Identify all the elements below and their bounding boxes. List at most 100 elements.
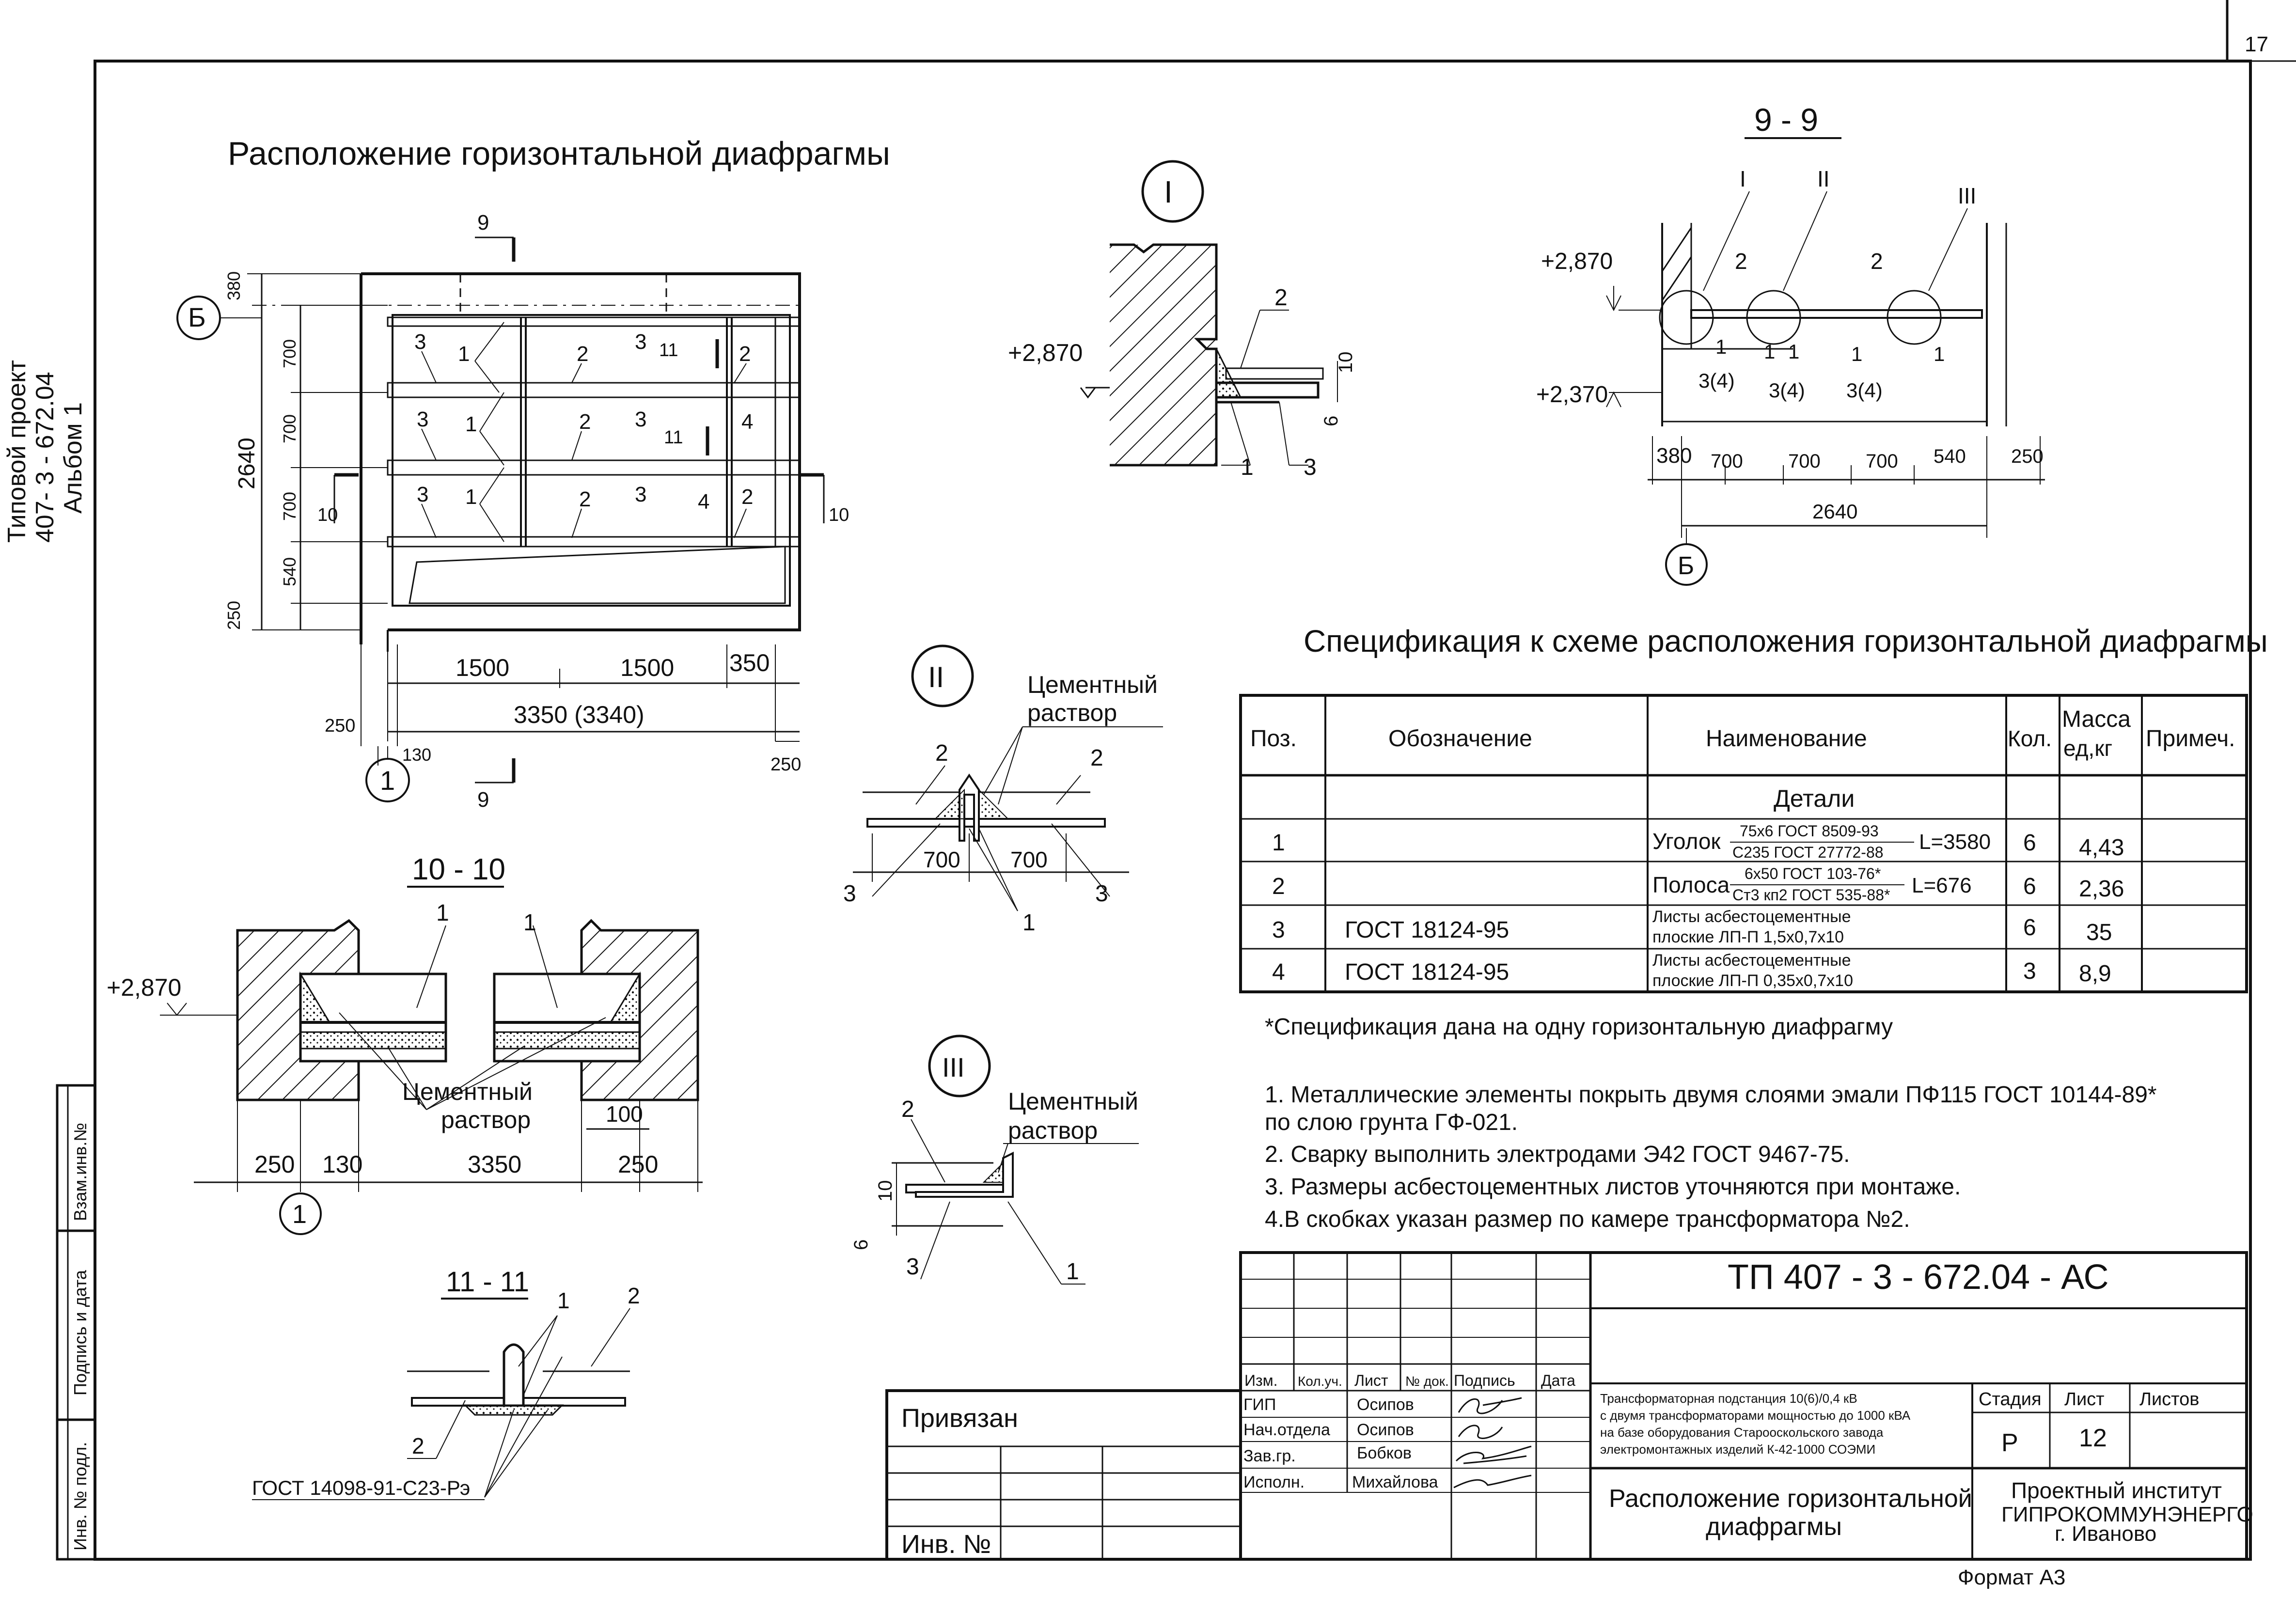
sect99-level1: +2,870 [1541,249,1613,274]
plan-label-3: 3 [635,330,646,354]
stamp-h-kol: Кол.уч. [1298,1374,1342,1389]
spec-r2-pos: 2 [1272,874,1285,899]
sect1111-title: 11 - 11 [446,1266,529,1298]
spec-r2-name: Полоса [1652,872,1730,897]
stamp-org1: Проектный институт [2011,1478,2222,1503]
plan-dim-bottom-0: 1500 [456,654,509,681]
spec-r1-mass: 4,43 [2079,835,2124,861]
notes: 1. Металлические элементы покрыть двумя … [1265,1082,2157,1232]
spec-r3-kol: 6 [2023,915,2036,941]
detail1-d6: 6 [1321,416,1342,426]
stamp-h-izm: Изм. [1244,1372,1278,1389]
stamp-desc-2: на базе оборудования Старооскольского за… [1600,1425,1884,1440]
sect99-label-6: 1 [1934,343,1945,365]
sect99-title: 9 - 9 [1754,102,1818,138]
stamp-org3: г. Иваново [2055,1522,2156,1546]
spec-r4-mass: 8,9 [2079,961,2111,987]
side-stamp-line3: Альбом 1 [59,402,87,514]
strip-podpis: Подпись и дата [70,1270,90,1395]
stamp-title-1: Расположение горизонтальной [1609,1485,1972,1513]
detail-3: III Цементный раствор 2 3 1 10 6 [850,1035,1139,1285]
plan-cut9-bottom: 9 [477,788,489,812]
note-4: 4.В скобках указан размер по камере тран… [1265,1207,1910,1232]
page-number: 17 [2245,32,2268,56]
plan-dim-left-1: 700 [280,339,299,368]
sect99-dim-3: 700 [1866,451,1898,472]
sect99-total: 2640 [1812,500,1857,523]
detail3-marker: III [942,1052,965,1082]
left-strip: Взам.инв.№ Подпись и дата Инв. № подл. [56,1084,96,1561]
sect99-dim-2: 700 [1788,451,1821,472]
sect99-label-9: 3(4) [1846,379,1883,402]
detail2-pos-1: 2 [1090,745,1103,771]
spec-h-prim: Примеч. [2146,726,2235,752]
stamp-name-2: Бобков [1357,1444,1412,1462]
plan-label-13: 1 [465,485,477,509]
plan-label-17: 2 [741,485,753,509]
spec-r3-mass: 35 [2086,920,2112,945]
sect1010-dim-0: 250 [254,1151,295,1178]
plan-label-7: 1 [465,412,477,436]
section-11-11: 11 - 11 1 2 2 ГОСТ 14098-91-С23-Рэ [252,1266,640,1500]
detail1-pos3: 3 [1304,455,1317,480]
plan-leaders [421,322,747,542]
sect99-label-7: 3(4) [1698,369,1735,392]
spec-h-kol: Кол. [2008,726,2052,751]
plan-dim-left-2: 700 [280,414,299,443]
detail2-note2: раствор [1027,699,1117,726]
section-10-10: 10 - 10 +2,870 1 1 Цементный раствор 250 [107,853,703,1235]
detail3-pos-1: 3 [906,1254,919,1280]
sect1111-pos-1: 2 [628,1283,640,1308]
stamp-title-2: диафрагмы [1706,1513,1842,1541]
stamp-privyazan: Привязан [901,1404,1018,1433]
sect1010-title: 10 - 10 [412,853,505,886]
spec-r1-name: Уголок [1652,829,1721,854]
stamp-inv: Инв. № [901,1530,991,1559]
sect99-axis: Б [1678,552,1694,580]
stamp-role-0: ГИП [1243,1395,1276,1414]
stamp-code: ТП 407 - 3 - 672.04 - АС [1728,1258,2109,1297]
plan-label-10: 11 [664,427,683,448]
stamp-stadia-label: Стадия [1979,1389,2042,1410]
plan-dim-250a: 250 [325,716,355,736]
sect99-level2: +2,370 [1536,382,1608,408]
sect99-label-5: 1 [1851,343,1862,365]
plan-cut10-left: 10 [317,505,338,525]
sect1010-axis: 1 [292,1200,307,1229]
sect99-mark2: II [1817,166,1830,191]
title-block-text: ТП 407 - 3 - 672.04 - АС Изм. Кол.уч. Ли… [901,1258,2253,1589]
note-3: 3. Размеры асбестоцементных листов уточн… [1265,1174,1961,1200]
sect1111-pos-0: 1 [557,1288,570,1313]
spec-r3-oboz: ГОСТ 18124-95 [1345,917,1509,943]
plan-labels: Б 1 9 9 10 10 380 700 700 700 540 250 26… [188,211,849,812]
spec-h-pos: Поз. [1250,726,1297,752]
plan-dim-250b: 250 [771,754,801,775]
detail2-dim-0: 700 [923,847,960,872]
note-0: 1. Металлические элементы покрыть двумя … [1265,1082,2157,1108]
detail3-note2: раствор [1008,1117,1098,1144]
plan-dim-bottom-2: 350 [729,649,770,676]
plan-label-11: 4 [741,410,753,434]
plan-dim-left-4: 540 [280,557,299,586]
spec-r3-name2: плоские ЛП-П 1,5х0,7х10 [1652,928,1844,946]
sect99-mark3: III [1958,183,1976,208]
stamp-stadia: Р [2001,1429,2018,1457]
sect1010-dim-3: 250 [618,1151,658,1178]
stamp-list: 12 [2079,1424,2107,1452]
plan-axis-1: 1 [380,765,395,796]
stamp-list-label: Лист [2064,1389,2105,1410]
spec-title: Спецификация к схеме расположения горизо… [1304,624,2268,658]
spec-section: Детали [1774,785,1855,812]
detail2-pos-2: 3 [843,881,856,907]
sect99-dim-5: 250 [2011,446,2044,467]
sect99-label-1: 2 [1871,249,1883,274]
sect1010-pos-0: 1 [436,900,449,926]
side-stamp-line2: 407- 3 - 672.04 [31,372,59,543]
section-9-9: 9 - 9 I II III +2,870 [1536,102,2045,586]
detail1-pos2: 2 [1274,285,1288,311]
spec-r2-len: L=676 [1912,874,1972,897]
plan-dim-left-0: 380 [224,271,244,300]
stamp-h-list: Лист [1354,1372,1388,1389]
detail2-dim-1: 700 [1010,847,1048,872]
